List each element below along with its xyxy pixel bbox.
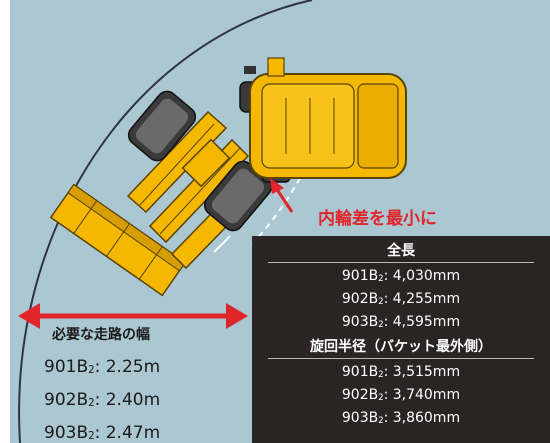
inner-wheel-difference-label: 内輪差を最小に (318, 209, 437, 229)
overall-length-header: 全長 (268, 240, 534, 263)
spec-panel: 全長 901B2: 4,030mm 902B2: 4,255mm 903B2: … (252, 236, 550, 443)
front-left-tire (127, 90, 197, 162)
radius-row: 902B2: 3,740mm (341, 387, 461, 403)
radius-row: 903B2: 3,860mm (341, 410, 461, 426)
road-width-arrow (18, 303, 248, 329)
road-width-row: 902B2: 2.40m (44, 390, 161, 410)
road-width-row: 901B2: 2.25m (44, 357, 161, 377)
required-road-width: 必要な走路の幅 901B2: 2.25m 902B2: 2.40m 903B2:… (44, 322, 160, 443)
bucket (49, 183, 187, 297)
machine-body (244, 57, 407, 179)
radius-row: 901B2: 3,515mm (341, 364, 461, 380)
callout-arrow (270, 178, 294, 213)
front-right-tire (203, 160, 273, 232)
outer-turning-arc (18, 0, 313, 443)
road-width-row: 903B2: 2.47m (44, 423, 161, 443)
length-row: 902B2: 4,255mm (341, 291, 461, 307)
length-row: 901B2: 4,030mm (341, 268, 461, 284)
length-row: 903B2: 4,595mm (341, 314, 461, 330)
mirror (244, 66, 256, 74)
road-width-title: 必要な走路の幅 (52, 327, 150, 343)
turning-radius-header: 旋回半径（バケット最外側） (268, 336, 534, 359)
